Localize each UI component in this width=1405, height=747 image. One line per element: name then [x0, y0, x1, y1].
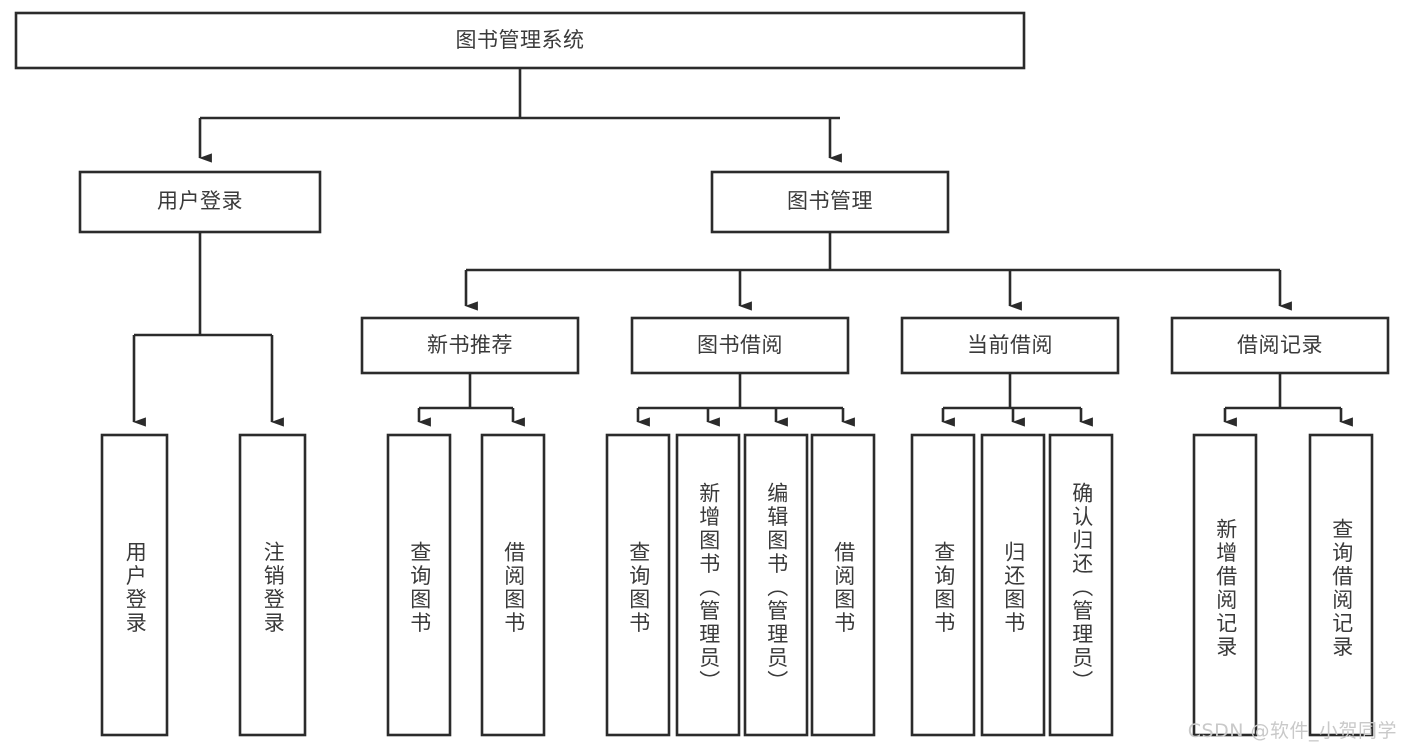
- connector-root-to-level2: [198, 68, 842, 163]
- connector-borrow-record-to-leaves: [1223, 373, 1353, 427]
- csdn-watermark: CSDN @软件_小贺同学: [1187, 720, 1397, 742]
- rect-leaf-logout: [238, 433, 307, 737]
- node-leaf-query-record[interactable]: [1310, 435, 1372, 735]
- rect-leaf-borrow-book-rec: [480, 433, 546, 737]
- node-new-book-rec[interactable]: [362, 318, 578, 373]
- rect-leaf-query-book-cur: [910, 433, 976, 737]
- rect-root: [14, 11, 1026, 70]
- node-leaf-query-book-borrow[interactable]: [607, 435, 669, 735]
- node-leaf-borrow-book[interactable]: [812, 435, 874, 735]
- rect-leaf-add-record: [1192, 433, 1258, 737]
- node-leaf-query-book-cur[interactable]: [912, 435, 974, 735]
- rect-leaf-add-book: [675, 433, 741, 737]
- rect-leaf-borrow-book: [810, 433, 876, 737]
- node-user-login[interactable]: [80, 172, 320, 232]
- node-borrow-record[interactable]: [1172, 318, 1388, 373]
- rect-leaf-edit-book: [743, 433, 809, 737]
- connector-current-borrow-to-leaves: [941, 373, 1093, 427]
- connector-book-borrow-to-leaves: [636, 373, 855, 427]
- node-leaf-logout[interactable]: [240, 435, 305, 735]
- node-rects: [14, 11, 1390, 737]
- rect-user-login: [78, 170, 322, 234]
- node-leaf-query-book-rec[interactable]: [388, 435, 450, 735]
- rect-current-borrow: [900, 316, 1120, 375]
- node-book-borrow[interactable]: [632, 318, 848, 373]
- node-leaf-add-book[interactable]: [677, 435, 739, 735]
- rect-leaf-query-book-rec: [386, 433, 452, 737]
- node-leaf-add-record[interactable]: [1194, 435, 1256, 735]
- rect-new-book-rec: [360, 316, 580, 375]
- connector-new-book-rec-to-leaves: [417, 373, 525, 427]
- node-book-manage[interactable]: [712, 172, 948, 232]
- node-root[interactable]: [16, 13, 1024, 68]
- rect-leaf-user-login: [100, 433, 169, 737]
- node-current-borrow[interactable]: [902, 318, 1118, 373]
- node-leaf-return-book[interactable]: [982, 435, 1044, 735]
- connector-user-login-to-leaves: [132, 232, 284, 427]
- node-leaf-confirm-return[interactable]: [1050, 435, 1112, 735]
- node-leaf-borrow-book-rec[interactable]: [482, 435, 544, 735]
- rect-leaf-return-book: [980, 433, 1046, 737]
- node-leaf-user-login[interactable]: [102, 435, 167, 735]
- rect-leaf-query-book-borrow: [605, 433, 671, 737]
- connector-book-manage-to-level3: [464, 232, 1292, 311]
- rect-leaf-confirm-return: [1048, 433, 1114, 737]
- node-leaf-edit-book[interactable]: [745, 435, 807, 735]
- rect-leaf-query-record: [1308, 433, 1374, 737]
